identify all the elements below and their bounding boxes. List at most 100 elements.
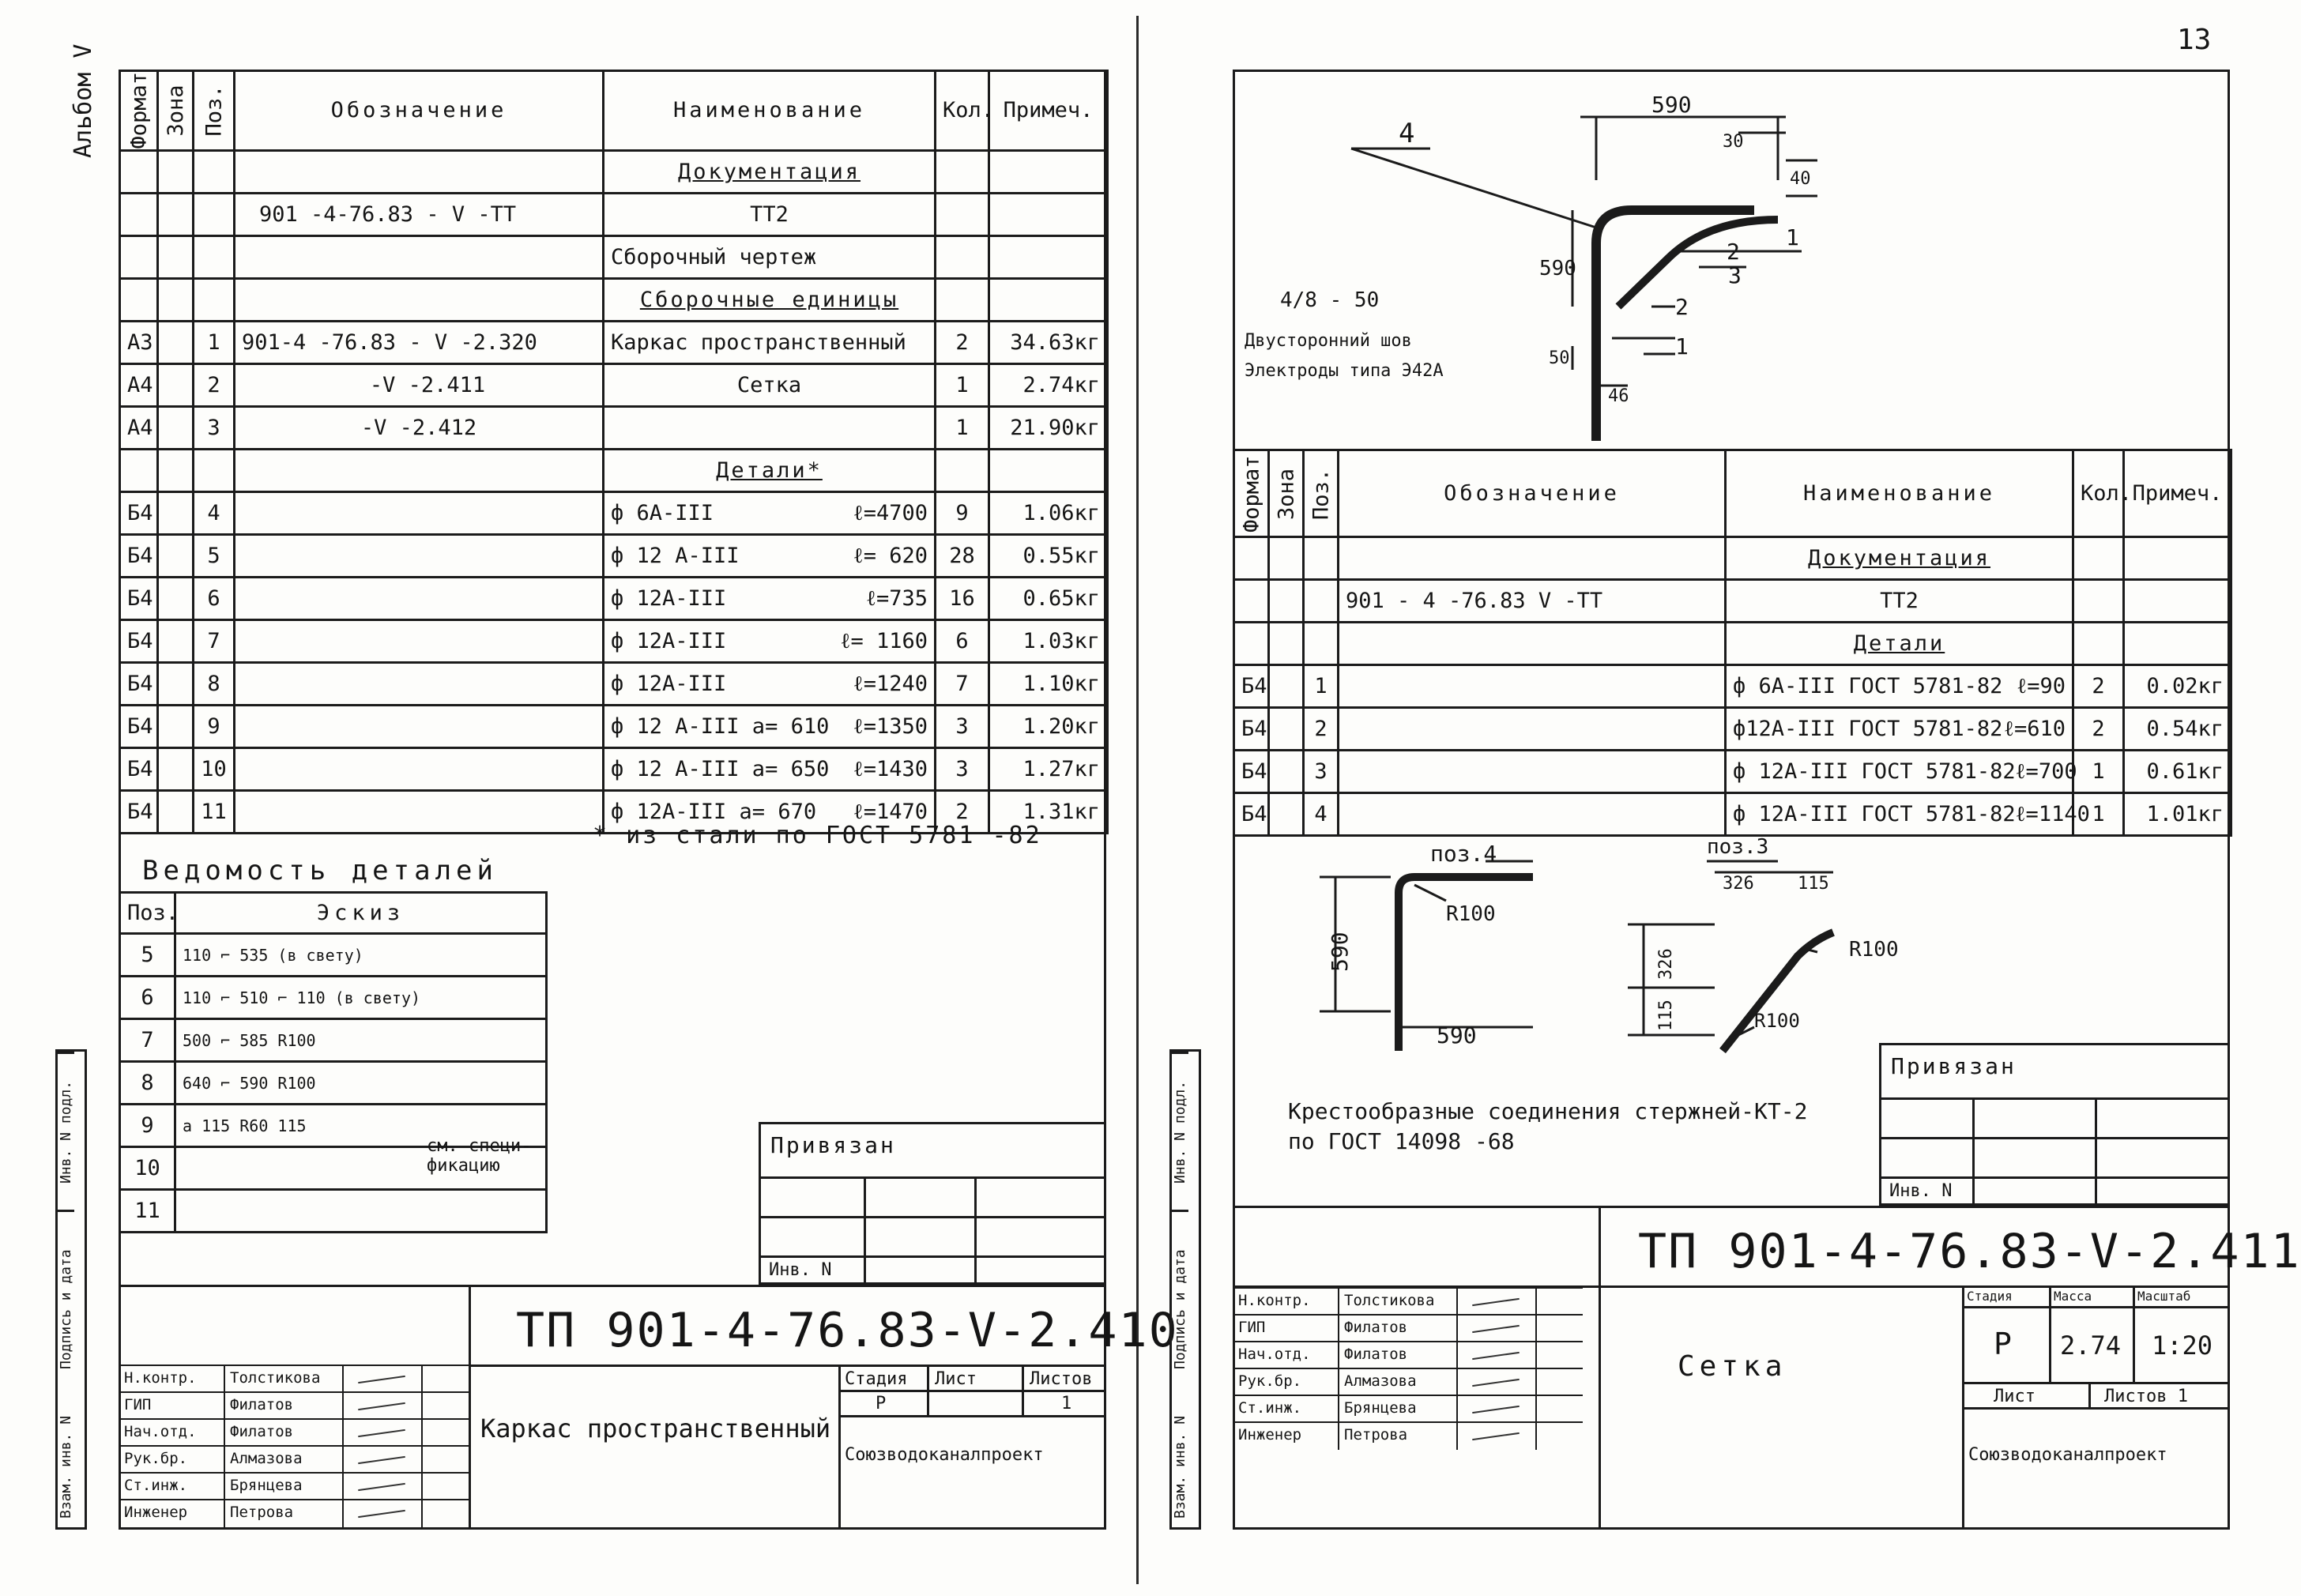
cell-pos: 4 xyxy=(1302,792,1339,837)
col-name: Наименование xyxy=(602,70,936,152)
details-sketch xyxy=(174,1188,548,1233)
col-pos: Поз. xyxy=(193,70,235,151)
cell-designation xyxy=(233,661,604,706)
signer-role: Ст.инж. xyxy=(124,1477,188,1494)
cell-qty xyxy=(934,149,990,194)
right-sheets-label: Листов 1 xyxy=(2104,1387,2188,1406)
cell-zone xyxy=(156,533,194,578)
signer-role: ГИП xyxy=(124,1396,152,1413)
cell-name-length: ℓ=1350 xyxy=(853,713,928,739)
cell-pos: 4 xyxy=(192,490,235,536)
details-sketch: 110 ⌐ 535 (в свету) xyxy=(174,932,548,977)
cell-name-main: ф 6А-III xyxy=(611,500,714,525)
spec-row: Документация xyxy=(1233,536,2232,581)
signer-row: Нач.отд.Филатов xyxy=(121,1418,469,1447)
cell-name-length: ℓ=1140 xyxy=(2015,802,2090,826)
signer-name: Филатов xyxy=(230,1396,294,1413)
right-scale-label: Масштаб xyxy=(2137,1289,2191,1304)
details-sketch: 110 ⌐ 510 ⌐ 110 (в свету) xyxy=(174,975,548,1020)
cell-pos xyxy=(192,234,235,280)
cell-note: 0.02кг xyxy=(2122,664,2232,709)
poz3-dim-v2: 115 xyxy=(1656,999,1676,1031)
cell-pos xyxy=(192,191,235,237)
left-footnote: * из стали по ГОСТ 5781 -82 xyxy=(593,822,1042,849)
cell-pos: 9 xyxy=(192,703,235,749)
cell-note xyxy=(2122,621,2232,666)
cell-note xyxy=(988,234,1109,280)
cell-pos: 3 xyxy=(1302,749,1339,794)
left-privyazan-box: Привязан Инв. N xyxy=(759,1122,1106,1285)
cell-zone xyxy=(156,149,194,194)
cell-qty: 1 xyxy=(2072,792,2125,837)
cell-zone xyxy=(156,191,194,237)
right-privyazan-label: Привязан xyxy=(1891,1053,2017,1079)
cell-designation xyxy=(1337,664,1727,709)
cell-name: Детали* xyxy=(602,447,936,493)
details-row: 10 xyxy=(119,1146,548,1191)
cell-name-length: ℓ= 620 xyxy=(853,543,928,568)
cell-qty: 1 xyxy=(934,362,990,408)
signer-name: Алмазова xyxy=(230,1450,303,1467)
joints-note-1: Крестообразные соединения стержней-КТ-2 xyxy=(1288,1098,1808,1124)
signer-row: ГИП Филатов xyxy=(121,1391,469,1420)
poz4-title: поз.4 xyxy=(1430,841,1497,867)
cell-designation: 901 - 4 -76.83 V -TT xyxy=(1337,578,1727,623)
cell-zone xyxy=(156,746,194,792)
cell-zone xyxy=(156,405,194,450)
cell-format: Б4 xyxy=(119,746,159,792)
spec-row: Сборочный чертеж xyxy=(119,234,1109,280)
signer-name: Толстикова xyxy=(230,1369,321,1387)
cell-name: Документация xyxy=(1724,536,2074,581)
cell-zone xyxy=(1267,621,1305,666)
col-qty: Кол. xyxy=(934,70,994,152)
signer-name: Толстикова xyxy=(1344,1292,1435,1309)
left-sheet-label: Лист xyxy=(935,1369,977,1389)
details-row: 11 xyxy=(119,1188,548,1233)
details-sketch xyxy=(174,1146,548,1191)
cell-name-main: ф 12А-III xyxy=(611,628,727,653)
signer-role: Инженер xyxy=(124,1504,188,1521)
signature-mark xyxy=(358,1482,405,1492)
cell-zone xyxy=(156,703,194,749)
cell-designation xyxy=(233,447,604,493)
spec-row: Сборочные единицы xyxy=(119,277,1109,322)
weld-note-2: Электроды типа Э42А xyxy=(1245,361,1444,381)
cell-format: Б4 xyxy=(119,533,159,578)
signer-row: Рук.бр.Алмазова xyxy=(1235,1368,1583,1396)
cell-qty: 1 xyxy=(2072,749,2125,794)
cell-zone xyxy=(156,277,194,322)
signer-name: Филатов xyxy=(230,1423,294,1440)
poz3-radius-1: R100 xyxy=(1849,938,1899,962)
cell-format xyxy=(1233,621,1270,666)
spec-row: Детали xyxy=(1233,621,2232,666)
details-sketch: 640 ⌐ 590 R100 xyxy=(174,1060,548,1105)
spec-row: Детали* xyxy=(119,447,1109,493)
signer-row: Нач.отд.Филатов xyxy=(1235,1341,1583,1369)
album-label: Альбом V xyxy=(70,43,97,159)
weld-dim-590-v: 590 xyxy=(1539,257,1576,280)
left-privyazan-label: Привязан xyxy=(770,1132,896,1158)
details-pos: 5 xyxy=(119,932,176,977)
signer-name: Филатов xyxy=(1344,1319,1408,1336)
details-title: Ведомость деталей xyxy=(142,855,498,886)
signer-name: Брянцева xyxy=(230,1477,303,1494)
cell-zone xyxy=(1267,706,1305,751)
signature-mark xyxy=(1472,1432,1520,1441)
right-inv-label: Инв. N xyxy=(1889,1181,1953,1201)
cell-note: 1.10кг xyxy=(988,661,1109,706)
cell-format: Б4 xyxy=(1233,749,1270,794)
signature-mark xyxy=(358,1375,405,1384)
cell-note xyxy=(988,191,1109,237)
signature-mark xyxy=(1472,1405,1520,1414)
signature-mark xyxy=(1472,1378,1520,1387)
signer-name: Петрова xyxy=(1344,1426,1408,1444)
cell-designation xyxy=(1337,621,1727,666)
cell-zone xyxy=(156,575,194,621)
cell-qty xyxy=(2072,536,2125,581)
signature-mark xyxy=(1472,1324,1520,1334)
cell-note: 2.74кг xyxy=(988,362,1109,408)
